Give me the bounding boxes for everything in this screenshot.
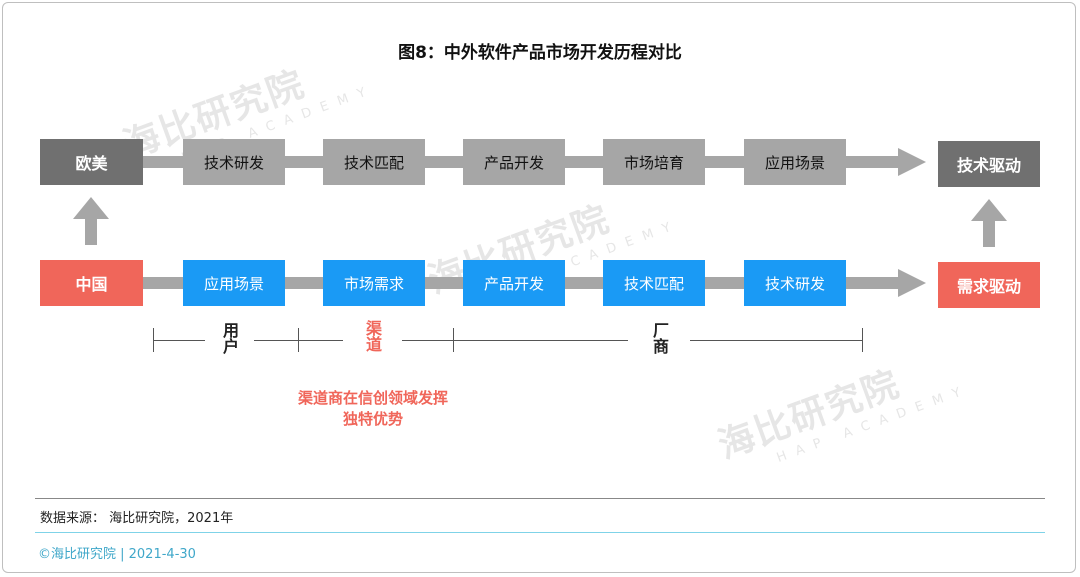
segment-tick — [862, 328, 863, 352]
segment-line — [254, 340, 298, 341]
foreign-step-4: 市场培育 — [603, 139, 705, 185]
china-step-4: 技术匹配 — [603, 260, 705, 306]
segment-label-user: 用户 — [220, 322, 239, 354]
foreign-flow-arrowhead — [898, 148, 926, 176]
foreign-region-box: 欧美 — [40, 139, 143, 185]
foreign-result-box: 技术驱动 — [938, 141, 1040, 187]
foreign-step-2: 技术匹配 — [323, 139, 425, 185]
segment-line — [453, 340, 628, 341]
figure-title: 图8：中外软件产品市场开发历程对比 — [398, 43, 682, 63]
china-step-1: 应用场景 — [183, 260, 285, 306]
segment-line — [690, 340, 862, 341]
channel-note: 渠道商在信创领域发挥独特优势 — [298, 389, 449, 428]
source-text: 数据来源： 海比研究院，2021年 — [40, 511, 234, 526]
divider — [35, 532, 1045, 533]
china-step-5: 技术研发 — [744, 260, 846, 306]
segment-line — [402, 340, 453, 341]
china-flow-arrowhead — [898, 269, 926, 297]
segment-label-channel: 渠道 — [363, 320, 382, 352]
china-result-box: 需求驱动 — [938, 262, 1040, 308]
segment-line — [153, 340, 205, 341]
foreign-step-3: 产品开发 — [463, 139, 565, 185]
segment-label-vendor: 厂商 — [650, 322, 669, 354]
china-step-3: 产品开发 — [463, 260, 565, 306]
footer-text: ©海比研究院 | 2021-4-30 — [38, 547, 196, 562]
divider — [35, 498, 1045, 499]
china-step-2: 市场需求 — [323, 260, 425, 306]
up-arrow-icon — [971, 199, 1007, 247]
up-arrow-icon — [73, 197, 109, 245]
segment-line — [298, 340, 343, 341]
foreign-step-5: 应用场景 — [744, 139, 846, 185]
foreign-step-1: 技术研发 — [183, 139, 285, 185]
china-region-box: 中国 — [40, 260, 143, 306]
